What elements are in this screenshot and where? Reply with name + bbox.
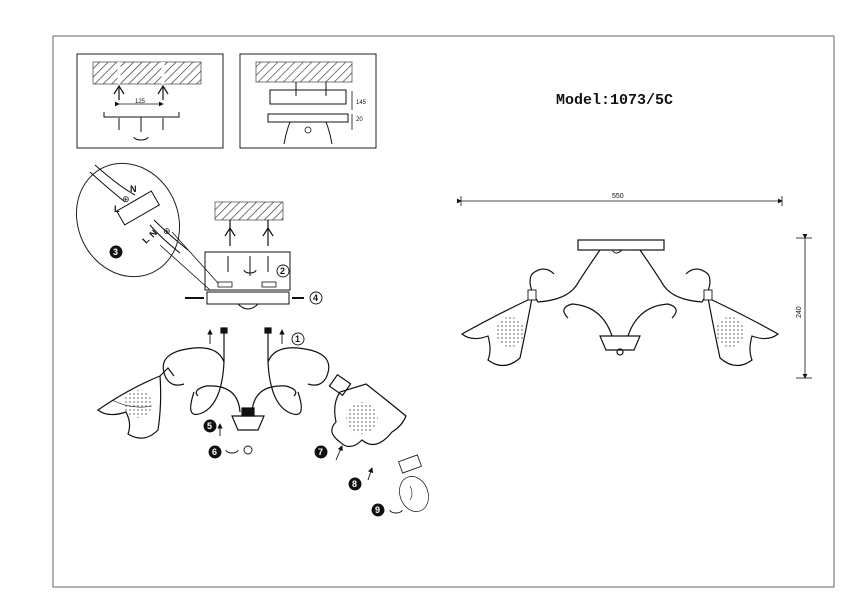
- step-3: 3: [113, 247, 118, 257]
- screw-icon: [113, 84, 169, 100]
- depth-lower-label: 20: [356, 117, 363, 123]
- svg-text:N: N: [147, 228, 159, 240]
- mounting-spacing-panel: 125: [76, 53, 224, 149]
- page-border: [52, 35, 835, 588]
- step-9: 9: [375, 505, 380, 515]
- step-1: 1: [295, 334, 300, 344]
- model-number: Model:1073/5C: [556, 92, 674, 109]
- exploded-fixture: [96, 327, 429, 514]
- neutral-wire-label: N: [130, 184, 137, 194]
- svg-text:L: L: [140, 234, 151, 245]
- right-glass-shade: [328, 373, 407, 448]
- step-4: 4: [313, 293, 318, 303]
- canopy-mount: [185, 201, 304, 310]
- live-wire-label: L: [114, 204, 120, 214]
- step-markers: 1 2 3 4 5 6 7 8 9: [109, 245, 385, 517]
- depth-upper-label: 145: [356, 100, 367, 106]
- ceiling-hatch: [92, 61, 202, 85]
- depth-panel: 145 20: [239, 53, 377, 149]
- mount-spacing-label: 125: [135, 99, 146, 105]
- earth-wire-label: ⊕: [122, 194, 130, 204]
- step-2: 2: [280, 266, 285, 276]
- step-8: 8: [352, 479, 357, 489]
- bulb-icon: [398, 454, 429, 512]
- left-glass-shade: [96, 367, 175, 439]
- step-6: 6: [212, 447, 217, 457]
- step-7: 7: [318, 447, 323, 457]
- svg-text:⊕: ⊕: [163, 226, 171, 236]
- assembled-fixture: [457, 196, 812, 379]
- width-dimension-label: 550: [612, 193, 624, 200]
- height-dimension-label: 240: [796, 306, 803, 318]
- wiring-detail: L ⊕ N L N ⊕: [75, 162, 219, 291]
- step-5: 5: [207, 421, 212, 431]
